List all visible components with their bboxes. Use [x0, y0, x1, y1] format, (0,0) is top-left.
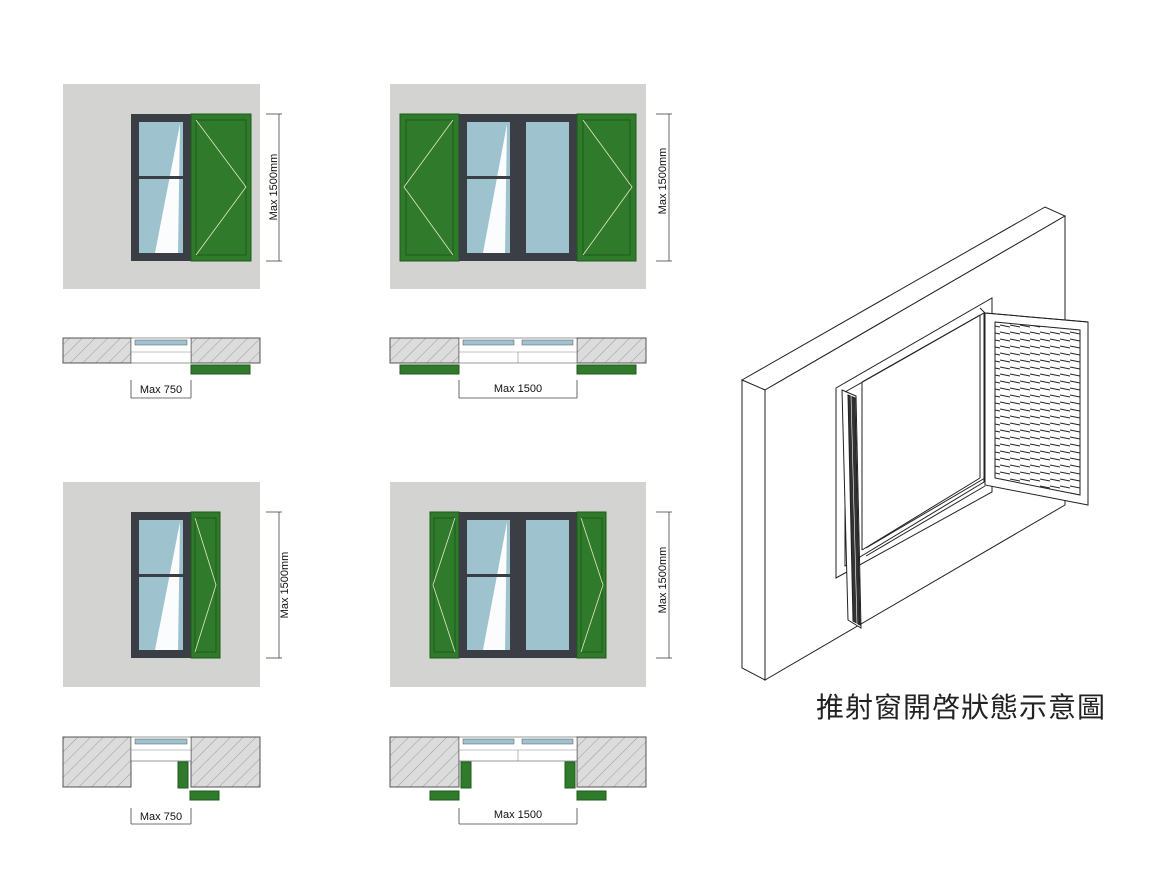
width-dimension — [130, 808, 192, 825]
height-dimension — [656, 511, 672, 659]
left-shutter — [429, 511, 460, 659]
width-dimension — [458, 380, 578, 399]
height-label: Max 1500mm — [657, 148, 669, 215]
wall-section — [62, 337, 132, 364]
caption-title: 推射窗開啓狀態示意圖 — [816, 691, 1107, 724]
right-shutter-section — [576, 364, 637, 375]
wall-side — [741, 379, 766, 681]
louver-slats — [994, 321, 1081, 496]
right-glass — [526, 122, 569, 253]
plan-3: Max 750 — [62, 736, 261, 825]
left-shutter — [399, 113, 460, 262]
width-label: Max 750 — [140, 811, 182, 823]
right-shutter — [576, 511, 607, 659]
elevation-3: Max 1500mm — [63, 482, 291, 687]
shutter-section — [190, 364, 251, 375]
plan-1: Max 750 — [62, 337, 261, 399]
opening-indicator — [195, 119, 247, 256]
shutter-panel — [190, 511, 221, 659]
height-dimension — [266, 113, 282, 262]
isometric-view — [740, 206, 1089, 681]
elevation-1: Max 1500mm — [63, 84, 282, 289]
height-dimension — [656, 113, 672, 262]
left-shutter-section — [399, 364, 460, 375]
width-label: Max 1500 — [494, 809, 542, 821]
width-dimension — [458, 808, 578, 825]
width-label: Max 750 — [140, 384, 182, 396]
shutter-panel — [190, 113, 252, 262]
folded-shutter-section — [177, 761, 189, 789]
height-dimension — [266, 511, 282, 659]
glass-reflection — [155, 124, 180, 253]
height-label: Max 1500mm — [657, 547, 669, 614]
height-label: Max 1500mm — [268, 154, 280, 221]
width-dimension — [130, 380, 192, 399]
elevation-2: Max 1500mm — [390, 84, 672, 289]
plan-2: Max 1500 — [389, 337, 647, 399]
glass-section — [134, 339, 188, 346]
plan-4: Max 1500 — [389, 736, 647, 825]
height-label: Max 1500mm — [279, 552, 291, 619]
shutter-section — [189, 790, 220, 801]
elevation-4: Max 1500mm — [390, 482, 672, 687]
right-shutter — [576, 113, 637, 262]
width-label: Max 1500 — [494, 383, 542, 395]
